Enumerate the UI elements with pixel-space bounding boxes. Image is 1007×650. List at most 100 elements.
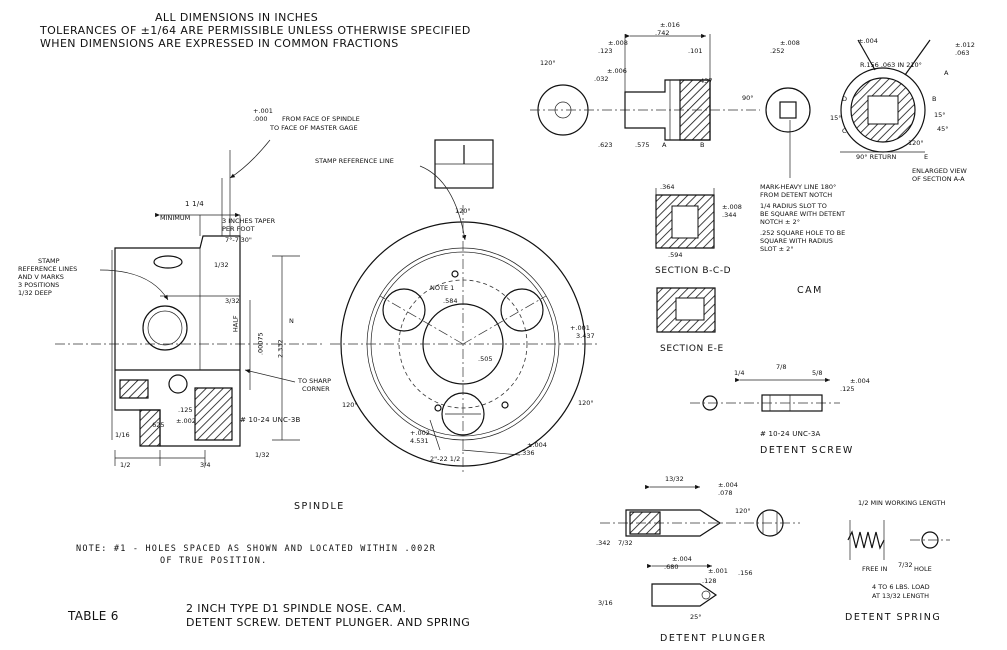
note-1: NOTE: #1 - HOLES SPACED AS SHOWN AND LOC… — [76, 544, 437, 554]
stamp-reference-line-label: STAMP REFERENCE LINE — [315, 157, 394, 165]
stamp-note-3: AND V MARKS — [18, 273, 64, 281]
dim-1-32b: 1/32 — [214, 261, 229, 269]
plunger-dim-001: ±.001 — [708, 567, 728, 575]
cam-dim-012: ±.012 — [955, 41, 975, 49]
detent-spring-view — [847, 520, 950, 560]
sec-dim-594: .594 — [668, 251, 683, 259]
cam-dim-623: .623 — [598, 141, 613, 149]
spring-load-2: AT 13/32 LENGTH — [872, 592, 930, 600]
mark-note-6: .252 SQUARE HOLE TO BE — [760, 229, 846, 237]
sec-dim-344: .344 — [722, 211, 737, 219]
cam-views — [530, 33, 931, 333]
dim-004-round: ±.004 — [527, 441, 547, 449]
plunger-dim-13-32: 13/32 — [665, 475, 684, 483]
plunger-dim-078: .078 — [718, 489, 733, 497]
cam-dim-15: 15° — [830, 114, 842, 122]
screw-dim-1-4: 1/4 — [734, 369, 745, 377]
stamp-note-2: REFERENCE LINES — [18, 265, 78, 273]
section-bcd-label: SECTION B-C-D — [655, 266, 732, 276]
mark-note-2: FROM DETENT NOTCH — [760, 191, 833, 199]
taper-note-2: PER FOOT — [222, 225, 255, 233]
dim-505: .505 — [478, 355, 493, 363]
sec-dim-364: .364 — [660, 183, 675, 191]
mark-note-7: SQUARE WITH RADIUS — [760, 237, 833, 245]
dim-00075: .00075 — [256, 332, 265, 356]
dim-1-16: 1/16 — [115, 431, 130, 439]
detent-plunger-title: DETENT PLUNGER — [660, 633, 767, 644]
dim-336: .336 — [520, 449, 535, 457]
mark-note-8: SLOT ± 2° — [760, 245, 794, 253]
dim-2332: 2.332 — [276, 339, 285, 359]
table-label: TABLE 6 — [68, 609, 119, 623]
angle-top: 120° — [455, 207, 471, 215]
cam-dim-008: ±.008 — [608, 39, 628, 47]
spindle-title: SPINDLE — [294, 501, 345, 512]
header-line-2: TOLERANCES OF ±1/64 ARE PERMISSIBLE UNLE… — [40, 24, 471, 37]
spindle-round-view — [330, 139, 600, 475]
plunger-dim-342: .342 — [596, 539, 611, 547]
stamp-note-4: 3 POSITIONS — [18, 281, 60, 289]
spring-free-frac: 7/32 — [898, 561, 913, 569]
cam-dim-032: .032 — [594, 75, 609, 83]
dim-3-32: 3/32 — [225, 297, 240, 305]
cam-title: CAM — [797, 285, 823, 296]
face-note-line-1: FROM FACE OF SPINDLE — [282, 115, 360, 123]
spring-min-length: 1/2 MIN WORKING LENGTH — [858, 499, 946, 507]
dim-3437: 3.437 — [576, 332, 595, 340]
dim-001: +.001 — [570, 324, 590, 332]
spindle-side-view — [55, 139, 325, 466]
face-note-line-2: TO FACE OF MASTER GAGE — [270, 124, 358, 132]
screw-dim-125: .125 — [840, 385, 855, 393]
dim-4531: 4.531 — [410, 437, 429, 445]
screw-dim-7-8: 7/8 — [776, 363, 787, 371]
cam-dim-252: .252 — [770, 47, 785, 55]
mark-note-5: NOTCH ± 2° — [760, 218, 800, 226]
dim-584: .584 — [443, 297, 458, 305]
plunger-dim-004: ±.004 — [718, 481, 738, 489]
mark-note-1: MARK-HEAVY LINE 180° — [760, 183, 837, 191]
detent-spring-title: DETENT SPRING — [845, 612, 942, 623]
stamp-note-1: STAMP — [38, 257, 60, 265]
dim-1-32: 1/32 — [255, 451, 270, 459]
mark-note-4: BE SQUARE WITH DETENT — [760, 210, 846, 218]
section-ee-label: SECTION E-E — [660, 344, 724, 354]
sec-dim-008: ±.008 — [722, 203, 742, 211]
angle-right: 120° — [578, 399, 594, 407]
header-line-1: ALL DIMENSIONS IN INCHES — [155, 11, 319, 24]
cam-label-A2: A — [944, 69, 949, 77]
dim-625: .625 — [150, 421, 165, 429]
cam-label-C: C — [842, 127, 847, 135]
screw-dim-004: ±.004 — [850, 377, 870, 385]
min-dim: 1 1/4 — [185, 200, 204, 208]
dim-002: ±.002 — [176, 417, 196, 425]
note1-marker: NOTE 1 — [430, 284, 455, 292]
cam-label-D: D — [842, 95, 848, 103]
dim-2-22: 2"-22 1/2 — [430, 455, 461, 463]
note-1-cont: OF TRUE POSITION. — [160, 556, 268, 566]
cam-dim-742: .742 — [655, 29, 670, 37]
dim-002-round: +.002 — [410, 429, 430, 437]
cam-radius: R.156 .063 IN 210° — [860, 61, 922, 69]
cam-dim-90: 90° — [742, 94, 754, 102]
cam-label-B: B — [700, 141, 705, 149]
face-note-tol: +.001 — [253, 107, 273, 115]
stamp-note-5: 1/32 DEEP — [18, 289, 52, 297]
spring-hole: HOLE — [914, 565, 932, 573]
screw-dim-5-8: 5/8 — [812, 369, 823, 377]
cam-dim-008b: ±.008 — [780, 39, 800, 47]
cam-dim-006: ±.006 — [607, 67, 627, 75]
dim-125: .125 — [178, 406, 193, 414]
cam-dim-101: .101 — [688, 47, 703, 55]
minimum-label: MINIMUM — [160, 214, 191, 222]
cam-dim-15b: 15° — [934, 111, 946, 119]
sharp-corner-1: TO SHARP — [298, 377, 332, 385]
plunger-dim-25: 25° — [690, 613, 702, 621]
taper-angle: 7°-7'30" — [225, 236, 252, 244]
cam-dim-016: ±.016 — [660, 21, 680, 29]
plunger-dim-7-32: 7/32 — [618, 539, 633, 547]
detent-screw-view — [690, 377, 840, 412]
table-caption-2: DETENT SCREW. DETENT PLUNGER. AND SPRING — [186, 616, 471, 629]
cam-dim-123: .123 — [598, 47, 613, 55]
